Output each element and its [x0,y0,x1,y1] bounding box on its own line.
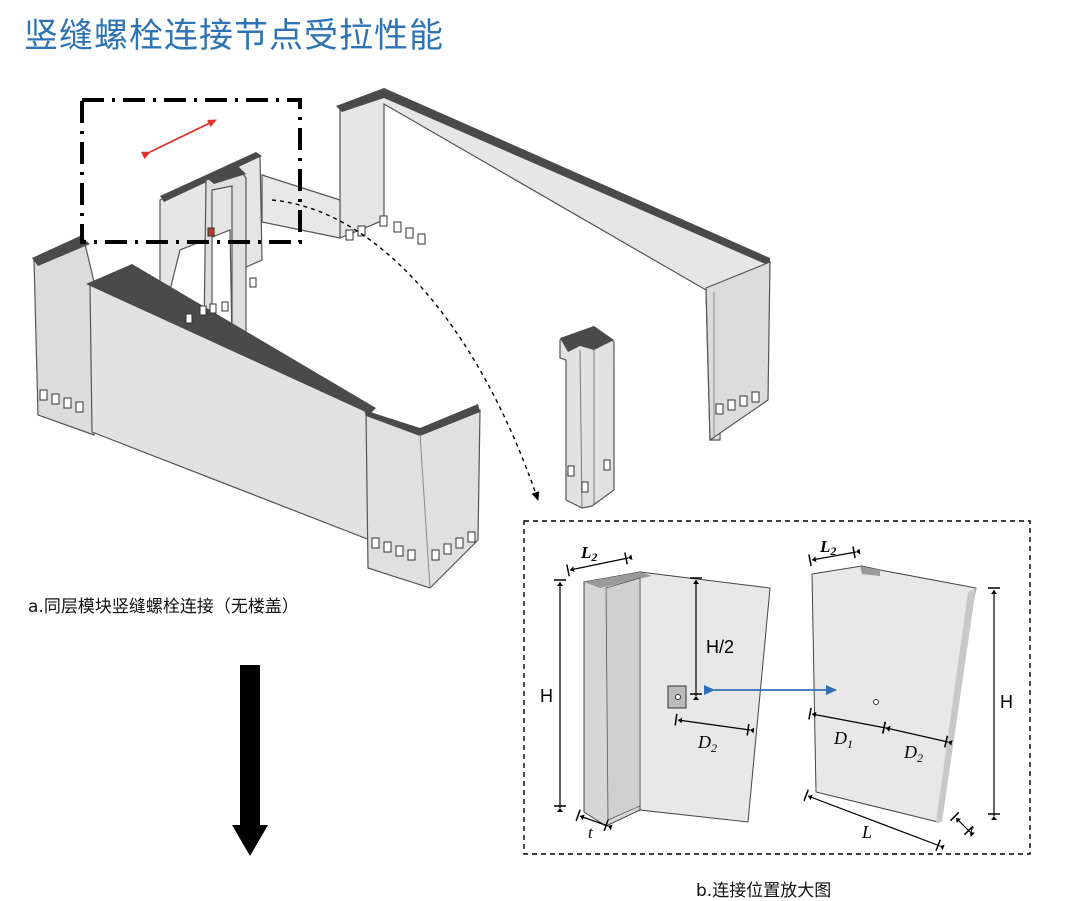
caption-figure-b: b.连接位置放大图 [696,881,832,901]
detached-t-column [559,327,615,509]
down-arrow-icon [232,665,268,856]
label-d2-right: D2 [903,742,923,765]
detail-panel: L2 H H/2 D2 t L2 D1 D2 H L t [523,520,1031,855]
label-t-right: t [970,823,975,838]
label-l2-left: L2 [580,543,597,564]
label-h-half: H/2 [706,637,734,657]
page-title: 竖缝螺栓连接节点受拉性能 [24,16,444,56]
detail-selection-box [80,98,302,244]
label-t-left: t [588,823,594,842]
caption-figure-a: a.同层模块竖缝螺栓连接（无楼盖） [28,597,299,617]
label-h-left: H [540,686,553,706]
label-d1: D1 [833,728,853,751]
label-h-right: H [1000,692,1013,712]
back-wall-right [339,91,772,441]
red-movement-arrow [141,119,217,160]
label-d2-left: D2 [697,732,717,755]
front-right-wall [365,409,481,589]
label-l2-right: L2 [819,537,836,558]
label-l-bottom: L [861,822,872,842]
bolt-holes [39,215,760,561]
front-wall [89,267,371,541]
modular-wall-assembly [32,88,772,589]
back-wall-left [261,174,341,239]
left-panel-detail [583,571,771,827]
